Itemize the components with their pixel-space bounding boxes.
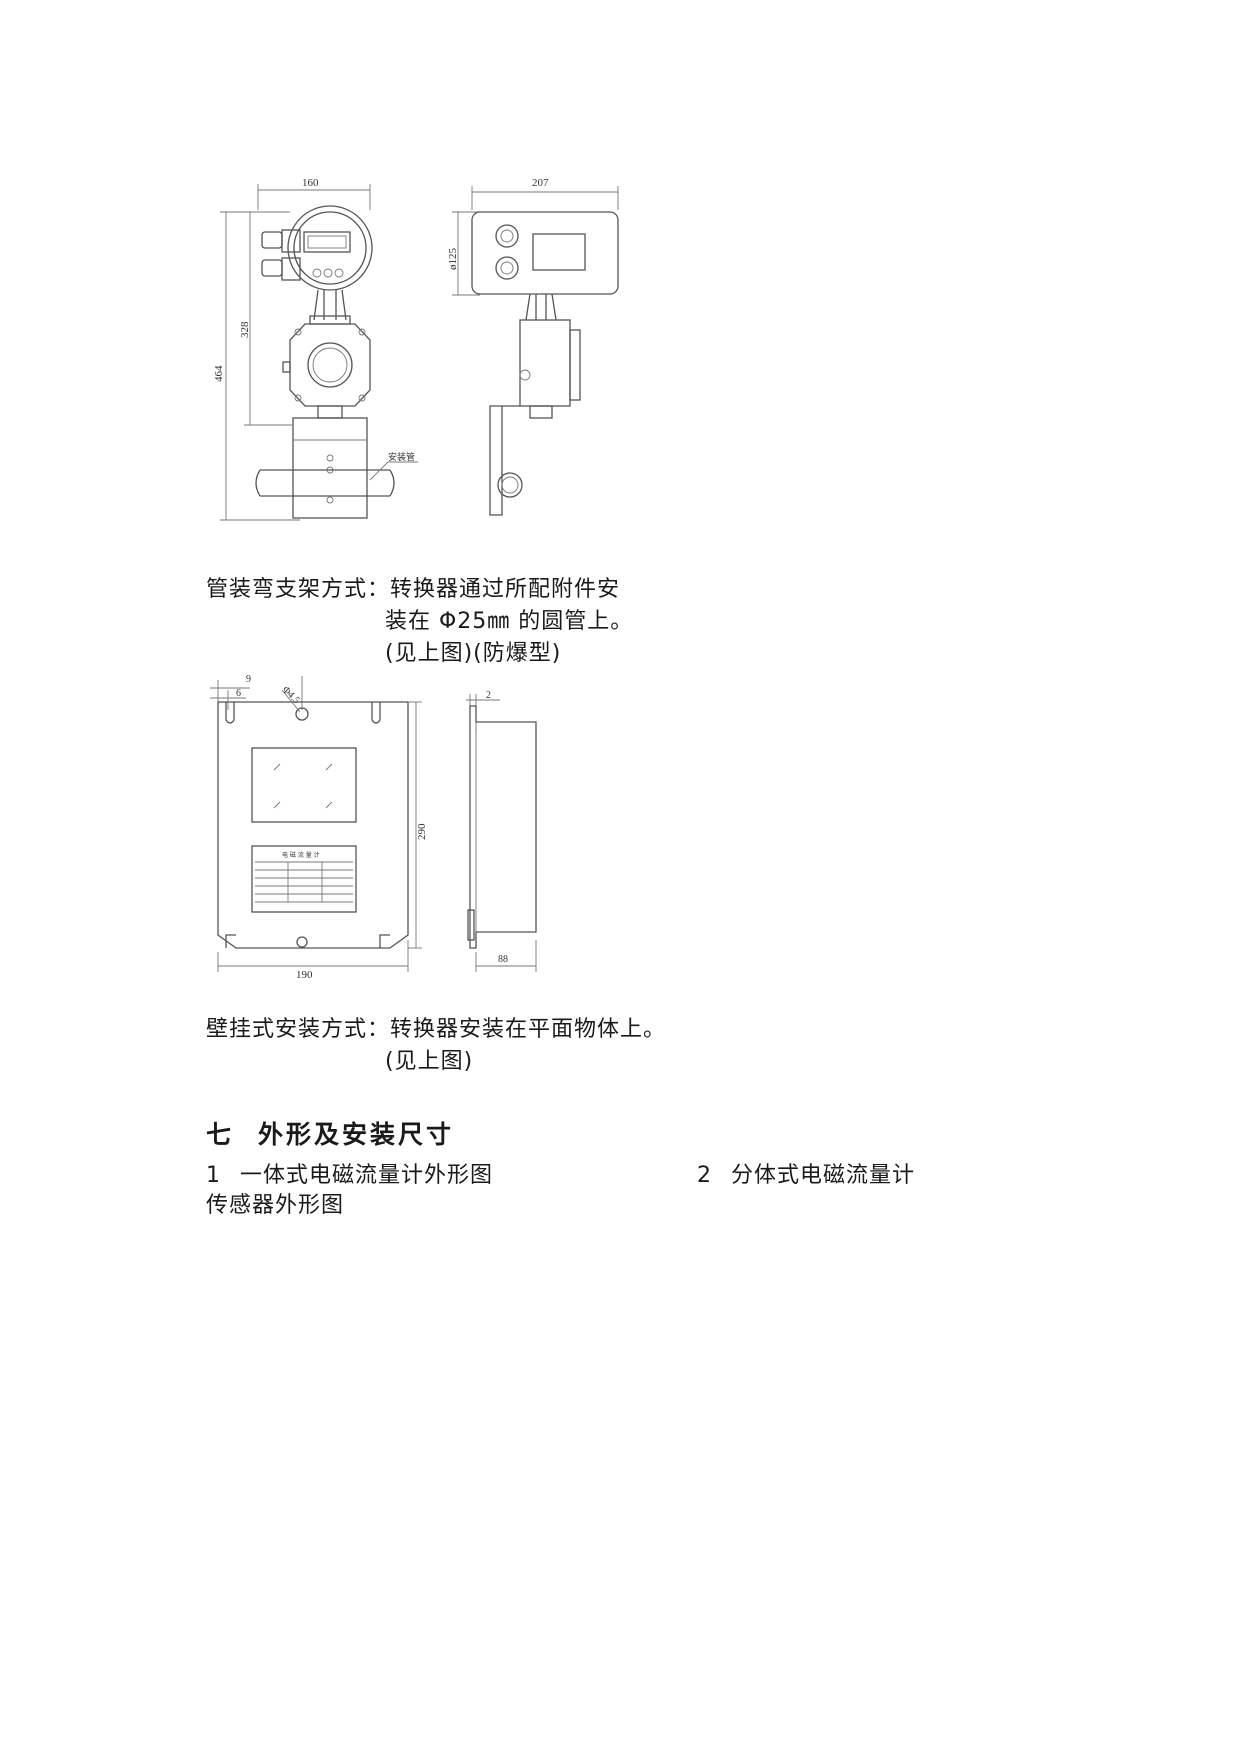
item1-text: 一体式电磁流量计外形图 <box>240 1163 494 1188</box>
dim-207: 207 <box>532 177 549 189</box>
pipe-mount-drawing: 160 464 328 安装管 207 ø125 <box>213 177 619 521</box>
caption1-line2: 装在 Φ25㎜ 的圆管上。 <box>385 609 634 634</box>
dim-diameter: ø125 <box>447 248 459 271</box>
pipe-label: 安装管 <box>388 451 415 463</box>
item1-number: 1 <box>206 1163 221 1188</box>
caption2-line1: 壁挂式安装方式：转换器安装在平面物体上。 <box>206 1017 667 1042</box>
caption1-line3: (见上图)(防爆型) <box>385 641 562 666</box>
dim-hole: Φ4.5 <box>280 684 302 706</box>
dim-9: 9 <box>246 674 251 685</box>
caption2-line2: (见上图) <box>385 1049 474 1074</box>
caption1-line1: 管装弯支架方式：转换器通过所配附件安 <box>206 577 621 602</box>
item-continuation: 传感器外形图 <box>206 1193 345 1218</box>
item2-text: 分体式电磁流量计 <box>731 1163 916 1188</box>
dim-6: 6 <box>236 688 241 699</box>
nameplate-title: 电 磁 流 量 计 <box>282 851 320 859</box>
section-number: 七 <box>206 1120 235 1149</box>
dim-190: 190 <box>296 969 313 980</box>
section-title: 外形及安装尺寸 <box>258 1120 455 1149</box>
dim-2: 2 <box>486 690 491 701</box>
dim-160: 160 <box>302 177 319 189</box>
dim-88: 88 <box>498 954 508 965</box>
wall-mount-drawing: 9 6 Φ4.5 电 磁 流 量 计 290 190 2 88 <box>210 674 537 980</box>
dim-328: 328 <box>239 321 251 338</box>
dim-464: 464 <box>213 365 225 382</box>
item2-number: 2 <box>697 1163 712 1188</box>
dim-290: 290 <box>416 823 428 840</box>
